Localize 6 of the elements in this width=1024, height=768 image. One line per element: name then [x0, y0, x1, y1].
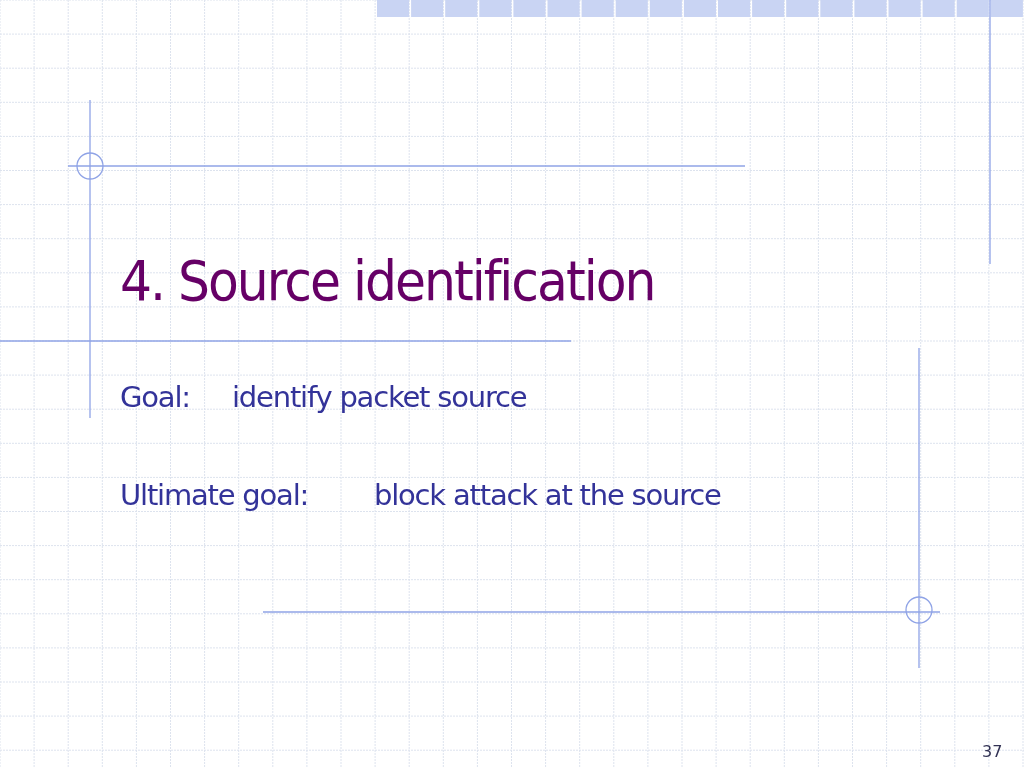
slide-title: 4. Source identification: [120, 248, 655, 313]
label-text: Goal:: [120, 380, 190, 414]
body-text: block attack at the source: [374, 478, 721, 512]
label-text: Ultimate goal:: [120, 478, 309, 512]
body-text: identify packet source: [232, 380, 527, 414]
page-number: 37: [982, 742, 1003, 761]
